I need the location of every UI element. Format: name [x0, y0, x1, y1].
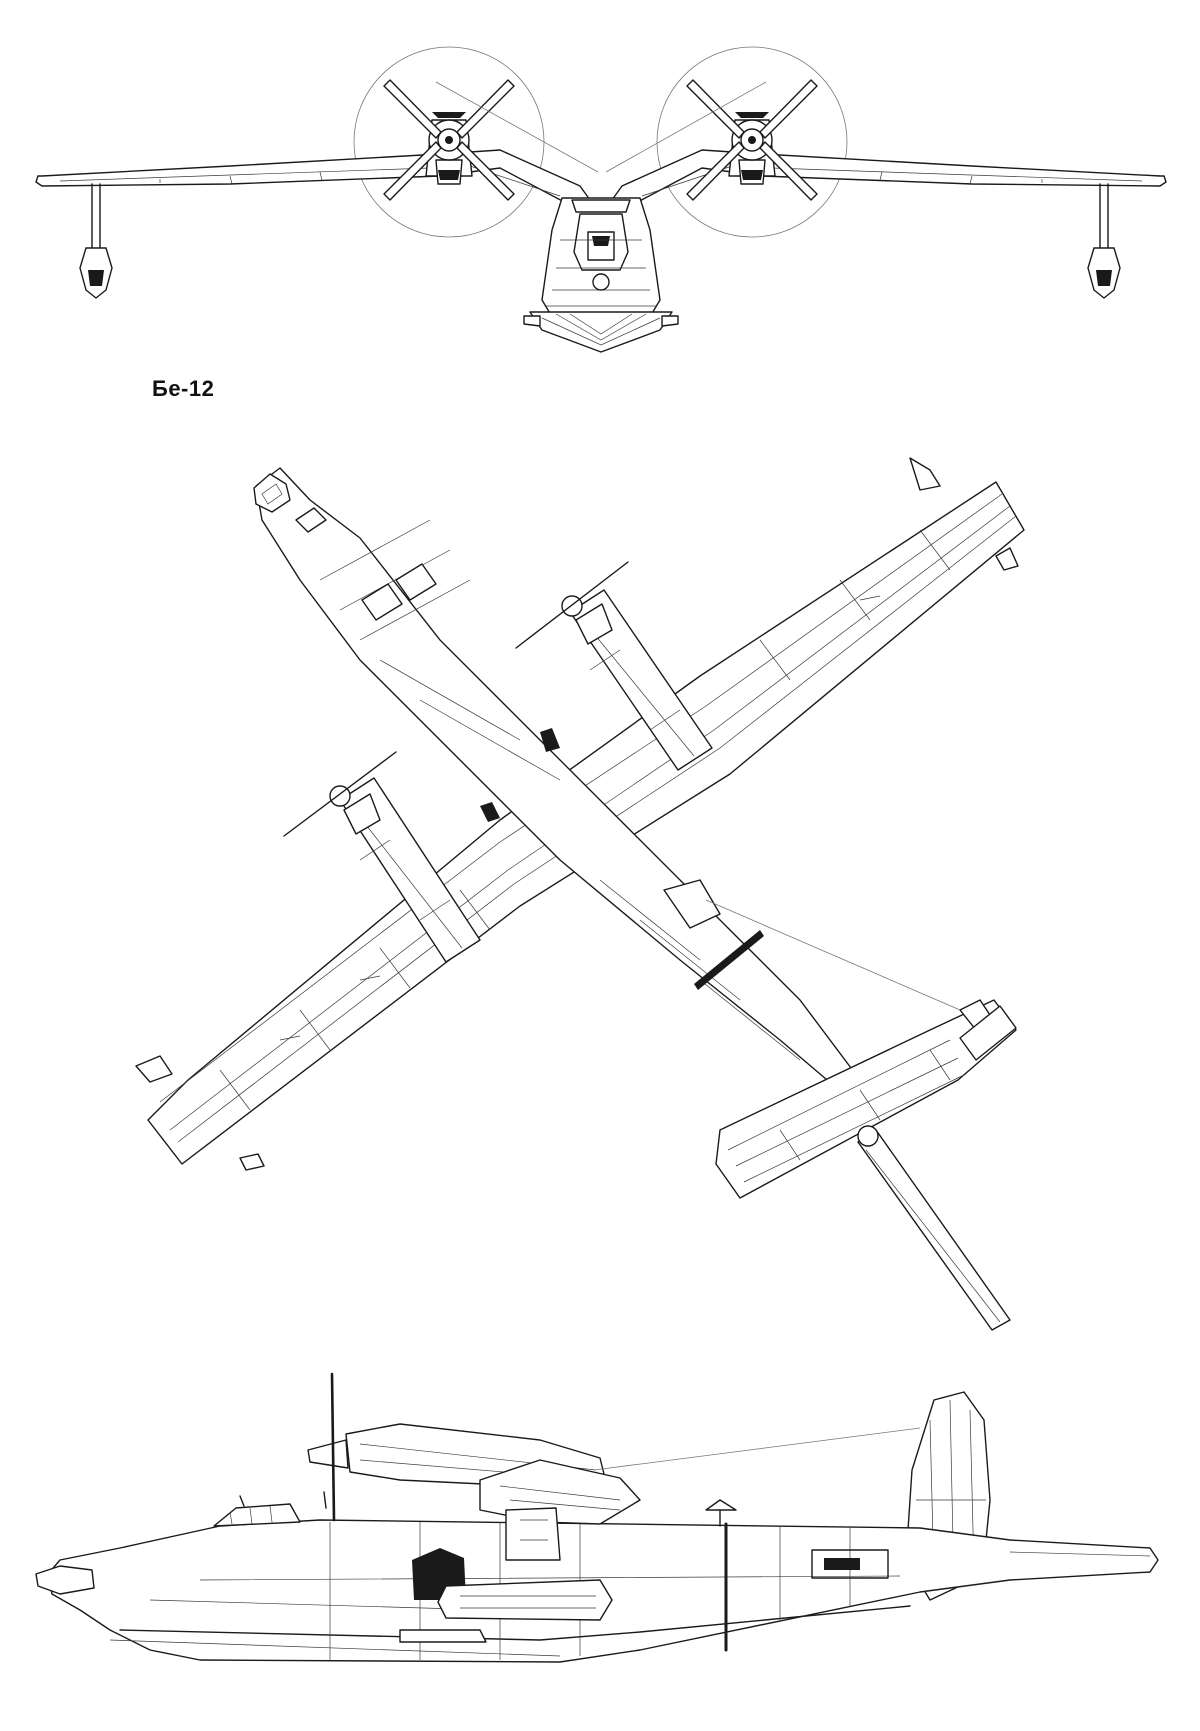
right-propeller-disc — [656, 46, 848, 238]
left-wing-float-strut — [91, 183, 101, 249]
front-view — [35, 46, 1167, 353]
fuselage-front — [523, 197, 679, 353]
left-engine — [383, 79, 515, 201]
plan-view — [135, 457, 1025, 1331]
tailplane-plan — [715, 999, 1017, 1331]
undercarriage-side — [399, 1579, 613, 1643]
left-engine-plan — [283, 751, 481, 963]
right-engine — [686, 79, 818, 201]
aircraft-designation-label: Бе-12 — [152, 376, 215, 401]
wing-engine-side — [307, 1372, 641, 1561]
right-engine-plan — [515, 561, 713, 771]
fuselage-plan — [253, 467, 861, 1097]
right-wing-float-strut — [1099, 183, 1109, 249]
